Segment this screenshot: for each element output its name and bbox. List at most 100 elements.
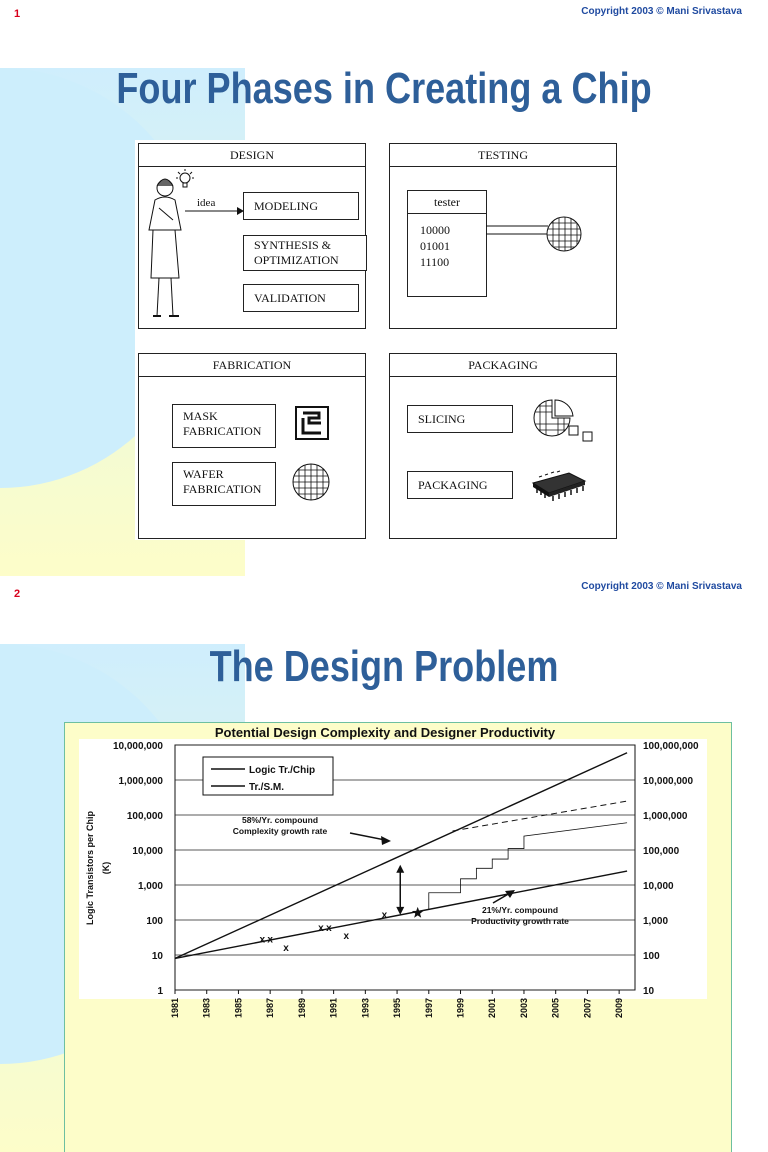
- tester-label: tester: [408, 191, 486, 214]
- x-marker: x: [267, 934, 273, 945]
- annotation-arrowhead: [381, 836, 391, 845]
- x-tick-label: 2003: [519, 998, 529, 1018]
- y-tick-label: 100: [146, 916, 163, 927]
- lightbulb-icon: [176, 169, 194, 188]
- y2-tick-label: 1,000: [643, 916, 668, 927]
- y-tick-label: 10: [152, 951, 164, 962]
- slide-number: 2: [14, 588, 21, 600]
- y-tick-label: 100,000: [127, 811, 164, 822]
- x-marker: x: [382, 910, 388, 921]
- chart-title: Potential Design Complexity and Designer…: [215, 725, 556, 740]
- sliced-wafer-icon: [533, 399, 593, 442]
- y2-tick-label: 100,000: [643, 846, 680, 857]
- y-axis-label-unit: (K): [101, 862, 111, 875]
- slide-title: Four Phases in Creating a Chip: [116, 64, 652, 113]
- test-vector: 10000: [420, 223, 450, 237]
- y2-tick-label: 10,000: [643, 881, 674, 892]
- x-tick-label: 1991: [329, 998, 339, 1018]
- y-axis-label: Logic Transistors per Chip: [85, 810, 95, 925]
- slide-number: 1: [14, 8, 21, 20]
- mask-line2: FABRICATION: [183, 424, 262, 438]
- packaging-header: PACKAGING: [390, 354, 616, 377]
- synthesis-box: SYNTHESIS & OPTIMIZATION: [243, 235, 367, 271]
- series-line: [174, 752, 628, 960]
- test-vector: 11100: [420, 255, 450, 269]
- x-tick-label: 2005: [551, 998, 561, 1018]
- gap-arrowhead-bottom: [396, 906, 405, 915]
- x-marker: x: [344, 931, 350, 942]
- x-marker: x: [318, 923, 324, 934]
- copyright: Copyright 2003 © Mani Srivastava: [581, 581, 742, 592]
- gap-arrowhead-top: [396, 864, 405, 873]
- chart-frame: Potential Design Complexity and Designer…: [64, 722, 732, 1152]
- y-tick-label: 1,000: [138, 881, 163, 892]
- synthesis-line1: SYNTHESIS &: [254, 238, 332, 252]
- x-tick-label: 1997: [424, 998, 434, 1018]
- y2-tick-label: 100: [643, 951, 660, 962]
- y2-tick-label: 100,000,000: [643, 741, 699, 752]
- y-tick-label: 10,000,000: [113, 741, 163, 752]
- wafer-icon: [292, 463, 330, 501]
- series-line: [428, 822, 628, 910]
- x-tick-label: 1999: [456, 998, 466, 1018]
- slide-2: 2 Copyright 2003 © Mani Srivastava The D…: [0, 576, 768, 1152]
- modeling-box: MODELING: [243, 192, 359, 220]
- x-tick-label: 1987: [265, 998, 275, 1018]
- validation-box: VALIDATION: [243, 284, 359, 312]
- y-tick-label: 10,000: [132, 846, 163, 857]
- slide-title: The Design Problem: [209, 642, 559, 691]
- star-marker: [411, 906, 424, 918]
- x-marker: x: [326, 923, 332, 934]
- tester-box: tester 10000 01001 11100: [407, 190, 487, 297]
- x-tick-label: 1993: [360, 998, 370, 1018]
- mask-line1: MASK: [183, 409, 218, 423]
- designer-figure-icon: [148, 178, 182, 317]
- mask-icon: [295, 406, 329, 440]
- annotation-arrow: [492, 892, 511, 904]
- y-tick-label: 1,000,000: [119, 776, 164, 787]
- chip-phases-figure: DESIGN idea MODELING SYNTHESIS & OPTIMIZ…: [135, 140, 620, 540]
- series-line: [174, 870, 628, 960]
- y2-tick-label: 10,000,000: [643, 776, 693, 787]
- x-tick-label: 2001: [487, 998, 497, 1018]
- slide-1: 1 Copyright 2003 © Mani Srivastava Four …: [0, 6, 742, 576]
- annotation-complexity-line1: 58%/Yr. compound: [242, 815, 318, 825]
- x-tick-label: 1981: [170, 998, 180, 1018]
- x-tick-label: 1989: [297, 998, 307, 1018]
- mask-fabrication-box: MASK FABRICATION: [172, 404, 276, 448]
- wafer-fabrication-box: WAFER FABRICATION: [172, 462, 276, 506]
- x-tick-label: 1995: [392, 998, 402, 1018]
- testing-header: TESTING: [390, 144, 616, 167]
- synthesis-line2: OPTIMIZATION: [254, 253, 339, 267]
- wafer-line1: WAFER: [183, 467, 224, 481]
- x-tick-label: 2007: [582, 998, 592, 1018]
- fabrication-header: FABRICATION: [139, 354, 365, 377]
- idea-label: idea: [197, 197, 216, 209]
- design-header: DESIGN: [139, 144, 365, 167]
- design-productivity-chart: Potential Design Complexity and Designer…: [79, 725, 707, 1018]
- annotation-productivity-line1: 21%/Yr. compound: [482, 905, 558, 915]
- x-tick-label: 1983: [202, 998, 212, 1018]
- x-marker: x: [283, 943, 289, 954]
- annotation-complexity-line2: Complexity growth rate: [233, 826, 328, 836]
- chart-plot-background: [79, 739, 707, 999]
- y2-tick-label: 10: [643, 986, 655, 997]
- tester-probe-wires: [486, 225, 548, 235]
- test-vector: 01001: [420, 239, 450, 253]
- annotation-arrowhead: [505, 890, 515, 898]
- annotation-arrow: [349, 832, 386, 841]
- slicing-box: SLICING: [407, 405, 513, 433]
- wafer-line2: FABRICATION: [183, 482, 262, 496]
- packaging-box: PACKAGING: [407, 471, 513, 499]
- legend-entry: Tr./S.M.: [249, 782, 284, 793]
- copyright: Copyright 2003 © Mani Srivastava: [581, 6, 742, 17]
- idea-arrow: [185, 207, 244, 215]
- wafer-icon: [546, 216, 582, 252]
- chip-package-icon: [531, 470, 587, 501]
- test-vectors: 10000 01001 11100: [408, 214, 486, 270]
- y2-tick-label: 1,000,000: [643, 811, 688, 822]
- x-marker: x: [259, 934, 265, 945]
- annotation-productivity-line2: Productivity growth rate: [471, 916, 569, 926]
- x-tick-label: 1985: [233, 998, 243, 1018]
- legend-entry: Logic Tr./Chip: [249, 765, 315, 776]
